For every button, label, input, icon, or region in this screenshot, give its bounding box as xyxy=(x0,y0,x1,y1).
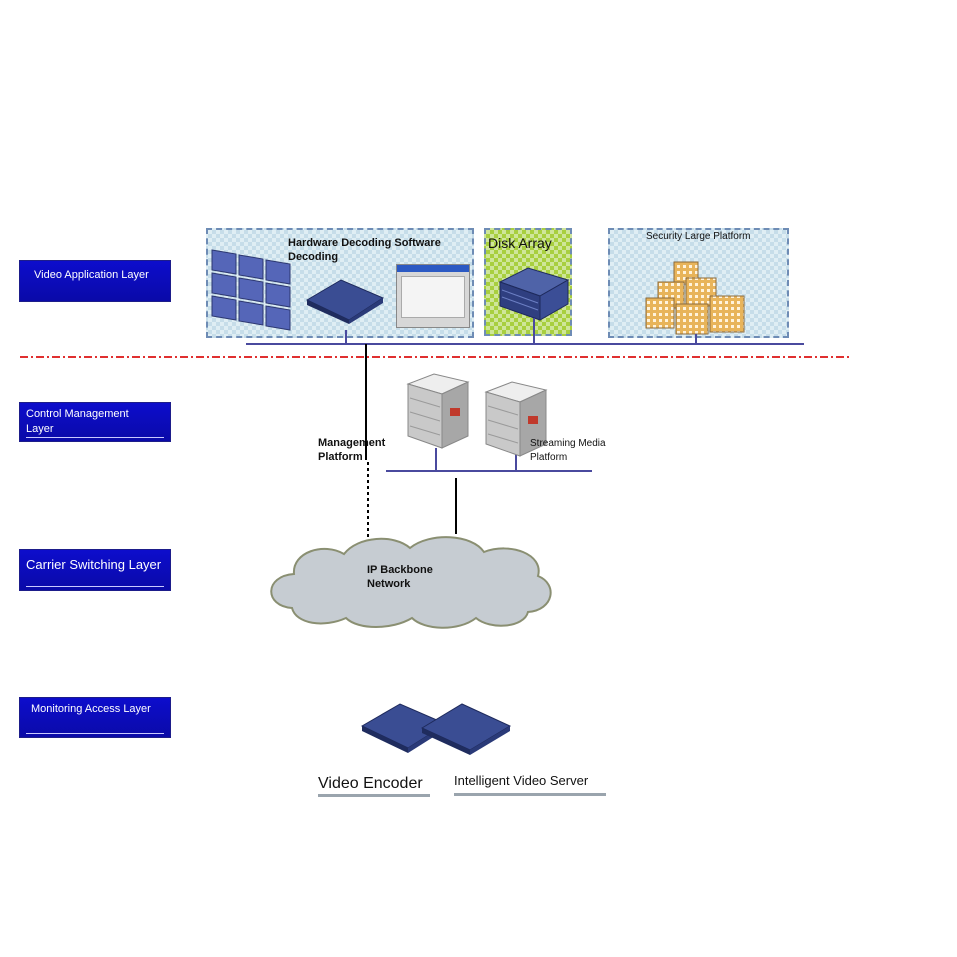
intelligent-video-server-icon xyxy=(420,703,512,755)
security-platform-label: Security Large Platform xyxy=(646,231,751,242)
layer-underline xyxy=(26,733,164,734)
video-wall-icon xyxy=(211,249,291,331)
layer-control-management: Control Management Layer xyxy=(19,402,171,442)
management-platform-label: Management Platform xyxy=(318,437,386,463)
intelligent-video-server-underline xyxy=(454,793,606,796)
layer-underline xyxy=(26,586,164,587)
layer-video-application: Video Application Layer xyxy=(19,260,171,302)
disk-array-label: Disk Array xyxy=(488,235,552,251)
layer-underline xyxy=(26,437,164,438)
layer-monitoring-access: Monitoring Access Layer xyxy=(19,697,171,738)
decoder-device-icon xyxy=(305,279,385,324)
layer-label: Monitoring Access Layer xyxy=(31,703,151,715)
streaming-platform-label: Streaming Media Platform xyxy=(530,438,606,463)
intelligent-video-server-label: Intelligent Video Server xyxy=(454,773,589,788)
video-encoder-label: Video Encoder xyxy=(318,775,423,792)
video-encoder-underline xyxy=(318,794,430,797)
security-platform-icon xyxy=(645,261,745,335)
streaming-server-icon xyxy=(484,381,548,457)
software-screen-icon xyxy=(396,264,470,328)
ip-backbone-label: IP Backbone Network xyxy=(367,564,433,590)
ip-backbone-cloud-icon xyxy=(270,536,552,629)
decoding-label: Hardware Decoding Software Decoding xyxy=(288,237,441,263)
layer-carrier-switching: Carrier Switching Layer xyxy=(19,549,171,591)
layer-label: Control Management Layer xyxy=(26,408,129,435)
management-server-icon xyxy=(406,373,470,449)
layer-label: Video Application Layer xyxy=(34,269,149,281)
disk-array-icon xyxy=(498,267,570,321)
layer-label: Carrier Switching Layer xyxy=(26,557,162,572)
